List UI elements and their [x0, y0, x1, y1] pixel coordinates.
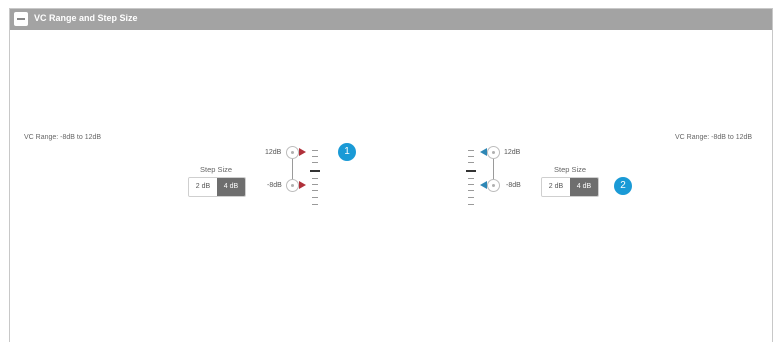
scale-tick-current [466, 170, 476, 172]
callout-badge-1: 1 [338, 143, 356, 161]
callout-badge-2: 2 [614, 177, 632, 195]
collapse-button[interactable] [14, 12, 28, 26]
left-step-2db-option[interactable]: 2 dB [189, 178, 217, 196]
scale-tick [312, 204, 318, 205]
scale-tick-current [310, 170, 320, 172]
minus-icon [17, 18, 25, 20]
left-top-handle[interactable] [286, 146, 299, 159]
scale-tick [312, 156, 318, 157]
left-range-line [292, 155, 293, 185]
left-step-size-toggle: 2 dB 4 dB [188, 177, 246, 197]
right-range-line [493, 155, 494, 185]
right-bottom-handle[interactable] [487, 179, 500, 192]
scale-tick [468, 156, 474, 157]
left-vc-range-text: VC Range: -8dB to 12dB [24, 134, 102, 141]
right-step-size-toggle: 2 dB 4 dB [541, 177, 599, 197]
scale-tick [468, 150, 474, 151]
right-top-marker-icon [480, 148, 487, 156]
right-step-size-label: Step Size [554, 165, 587, 174]
right-vc-range-text: VC Range: -8dB to 12dB [675, 134, 753, 141]
scale-tick [468, 190, 474, 191]
panel-header: VC Range and Step Size [10, 9, 772, 30]
scale-tick [312, 162, 318, 163]
scale-tick [468, 204, 474, 205]
left-step-size-label: Step Size [200, 165, 233, 174]
left-step-4db-option[interactable]: 4 dB [217, 178, 245, 196]
right-top-handle[interactable] [487, 146, 500, 159]
scale-tick [468, 197, 474, 198]
scale-tick [468, 178, 474, 179]
left-top-level-label: 12dB [265, 149, 282, 156]
scale-tick [468, 162, 474, 163]
right-bottom-marker-icon [480, 181, 487, 189]
scale-tick [468, 184, 474, 185]
left-bottom-marker-icon [299, 181, 306, 189]
vc-range-panel: VC Range and Step Size [9, 8, 773, 342]
scale-tick [312, 184, 318, 185]
scale-tick [312, 197, 318, 198]
left-bottom-handle[interactable] [286, 179, 299, 192]
scale-tick [312, 150, 318, 151]
right-step-4db-option[interactable]: 4 dB [570, 178, 598, 196]
right-level-scale [466, 148, 476, 210]
left-top-marker-icon [299, 148, 306, 156]
left-level-scale [310, 148, 320, 208]
scale-tick [312, 190, 318, 191]
left-bottom-level-label: -8dB [267, 182, 282, 189]
scale-tick [312, 178, 318, 179]
right-top-level-label: 12dB [504, 149, 521, 156]
panel-title: VC Range and Step Size [34, 13, 138, 23]
right-bottom-level-label: -8dB [506, 182, 521, 189]
right-step-2db-option[interactable]: 2 dB [542, 178, 570, 196]
